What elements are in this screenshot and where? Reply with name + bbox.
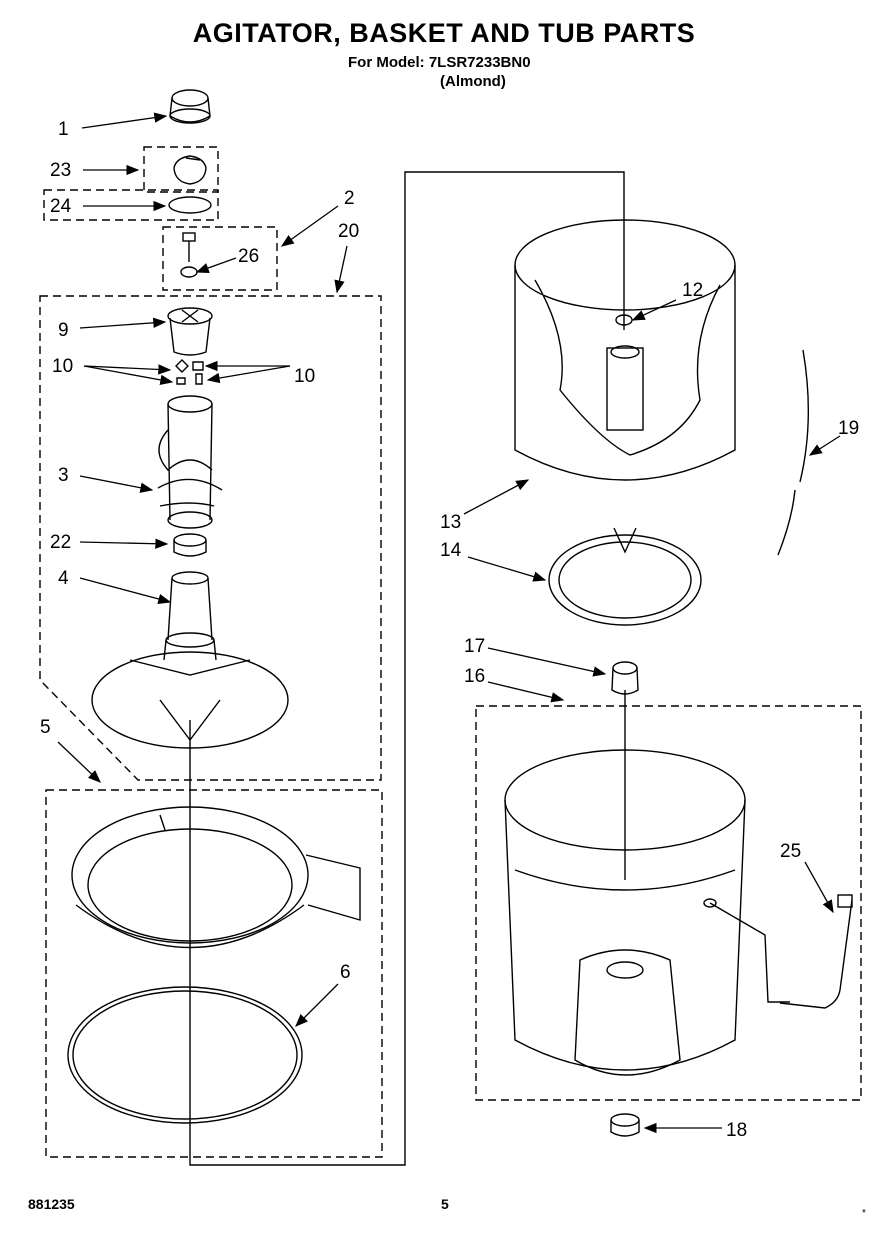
part-5-tub-ring (71, 806, 361, 949)
group-box-5 (45, 789, 383, 1158)
group-box-24 (43, 189, 219, 221)
corner-mark: * (862, 1208, 866, 1219)
callout-13: 13 (440, 512, 461, 533)
leader-12 (631, 299, 677, 321)
leader-3 (79, 475, 154, 493)
leader-6 (295, 983, 339, 1027)
callout-10b: 10 (294, 366, 315, 387)
callout-16: 16 (464, 666, 485, 687)
callout-5: 5 (40, 717, 51, 738)
part-16-tub (504, 749, 790, 1076)
part-13-basket (514, 219, 736, 481)
leader-19 (808, 435, 841, 456)
leader-4 (79, 577, 172, 605)
leader-5 (57, 741, 101, 783)
group-box-20 (39, 295, 382, 781)
callout-23: 23 (50, 160, 71, 181)
callout-26: 26 (238, 246, 259, 267)
part-4-agitator-base (91, 571, 289, 749)
leader-10d (206, 365, 291, 384)
part-3-auger (157, 395, 223, 529)
leader-10b (83, 365, 174, 386)
callout-2: 2 (344, 188, 355, 209)
assembly-line (189, 171, 625, 1166)
group-box-23 (143, 146, 219, 193)
leader-1 (81, 112, 168, 129)
part-24-ring (168, 196, 212, 214)
part-17-fitting (611, 661, 639, 695)
callout-25: 25 (780, 841, 801, 862)
leader-26 (195, 257, 237, 273)
group-box-2 (162, 226, 278, 291)
part-26-bolt (180, 232, 198, 278)
leader-14 (467, 556, 547, 582)
callout-14: 14 (440, 540, 462, 561)
callout-20: 20 (338, 221, 359, 242)
group-box-16 (475, 705, 862, 1101)
callout-10a: 10 (52, 356, 73, 377)
leader-2 (280, 205, 339, 247)
leader-13 (463, 479, 530, 515)
callout-6: 6 (340, 962, 351, 983)
page-number: 5 (441, 1196, 449, 1212)
part-14-ring (548, 527, 702, 626)
part-10-dogs (175, 359, 204, 385)
leader-22 (79, 538, 169, 549)
page-title: AGITATOR, BASKET AND TUB PARTS (192, 18, 696, 48)
part-18-seal (610, 1113, 640, 1137)
leader-25 (804, 861, 834, 914)
callout-9: 9 (58, 320, 69, 341)
leader-16 (487, 681, 565, 703)
leader-20 (334, 245, 348, 294)
part-22-ring (173, 533, 207, 557)
document-number: 881235 (28, 1196, 75, 1212)
part-25-hose (779, 894, 853, 1009)
part-1-cap (169, 89, 211, 124)
callout-3: 3 (58, 465, 69, 486)
model-line: For Model: 7LSR7233BN0 (348, 54, 531, 71)
leader-17 (487, 647, 607, 677)
callout-12: 12 (682, 280, 703, 301)
callout-17: 17 (464, 636, 485, 657)
color-line: (Almond) (440, 73, 506, 90)
leader-10a (83, 364, 172, 375)
callout-18: 18 (726, 1120, 747, 1141)
part-23-cap-insert (173, 155, 207, 185)
part-9-adapter (167, 307, 213, 356)
callout-24: 24 (50, 196, 72, 217)
part-6-seal (67, 986, 303, 1124)
callout-4: 4 (58, 568, 69, 589)
callout-1: 1 (58, 119, 69, 140)
leader-9 (79, 317, 167, 329)
callout-19: 19 (838, 418, 859, 439)
callout-22: 22 (50, 532, 71, 553)
part-19-tube (777, 349, 810, 556)
